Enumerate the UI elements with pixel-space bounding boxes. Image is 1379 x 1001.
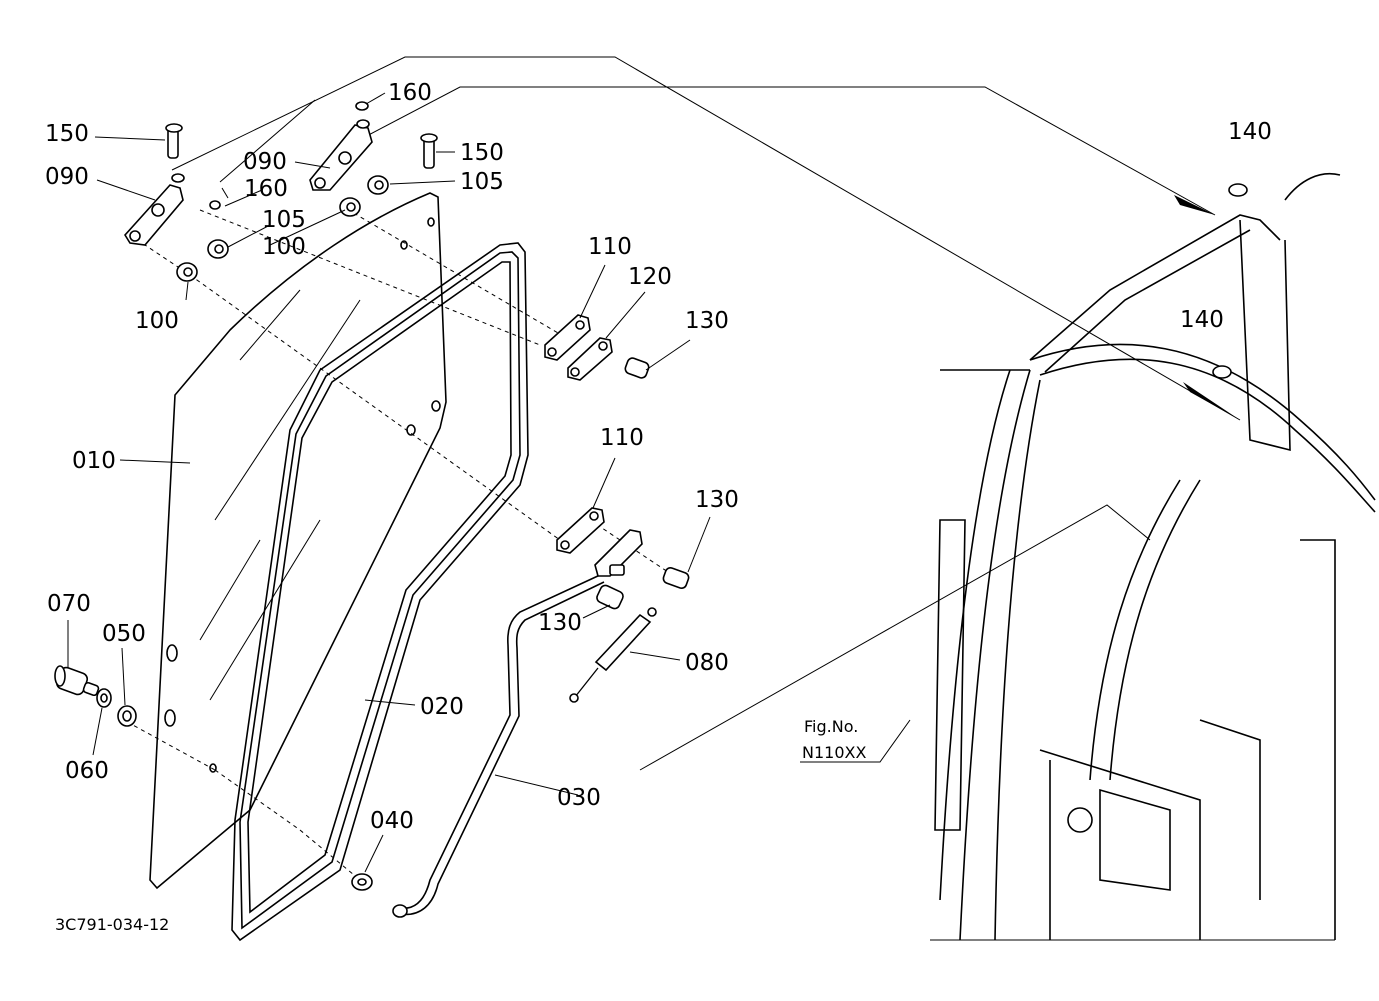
label-150-right: 150 [460,140,504,166]
label-140-lower: 140 [1180,307,1224,333]
label-070: 070 [47,591,91,617]
cab-frame [930,173,1376,941]
bolts [596,357,690,610]
centre-lines [119,204,681,881]
fig-ref-title: Fig.No. [804,717,858,736]
label-040: 040 [370,808,414,834]
label-105-right: 105 [460,169,504,195]
label-010: 010 [72,448,116,474]
hinge-left [124,123,229,282]
reference-lines [171,56,1241,771]
label-090-left: 090 [45,164,89,190]
label-140-upper: 140 [1228,119,1272,145]
label-160-left: 160 [244,176,288,202]
label-090-right: 090 [243,149,287,175]
label-100-upper: 100 [262,234,306,260]
glass-panel [149,192,447,890]
label-150-left: 150 [45,121,89,147]
label-110-upper: 110 [588,234,632,260]
label-080: 080 [685,650,729,676]
label-130-lower: 130 [538,610,582,636]
label-060: 060 [65,758,109,784]
label-105-left: 105 [262,207,306,233]
figure-reference[interactable]: Fig.No. N110XX [802,717,866,762]
label-130-upper: 130 [685,308,729,334]
leader-lines [67,92,911,873]
hinge-plates [544,314,643,577]
window-seal [231,242,529,942]
label-160-right: 160 [388,80,432,106]
hinge-right [309,101,438,217]
label-020: 020 [420,694,464,720]
drawing-code: 3C791-034-12 [55,915,169,934]
label-050: 050 [102,621,146,647]
handle-rod [392,574,605,918]
part-labels: 150 090 160 105 100 100 090 160 150 105 … [45,80,1272,834]
lower-fittings [54,665,373,891]
gas-strut [569,607,657,703]
label-130-middle: 130 [695,487,739,513]
label-120: 120 [628,264,672,290]
label-110-lower: 110 [600,425,644,451]
label-030: 030 [557,785,601,811]
fig-ref-code[interactable]: N110XX [802,743,866,762]
label-100-left: 100 [135,308,179,334]
